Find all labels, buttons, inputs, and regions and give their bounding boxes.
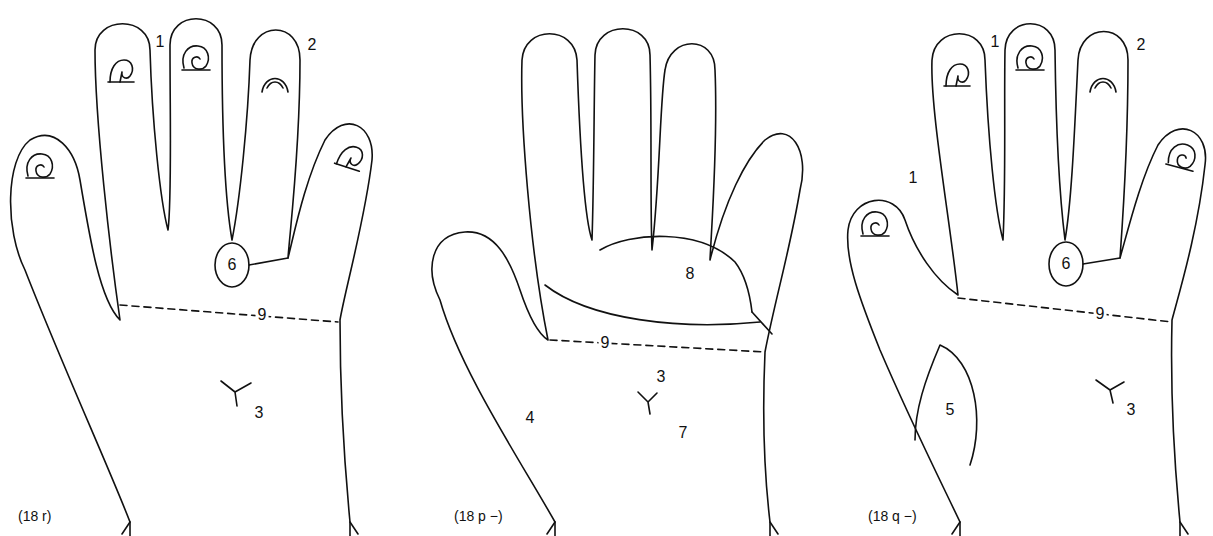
callout-number: 2 xyxy=(306,37,319,53)
fingerprint-pattern xyxy=(26,46,366,178)
fingerprint-pattern xyxy=(861,46,1199,236)
pattern-line xyxy=(1083,258,1120,264)
hand-outline xyxy=(11,19,373,536)
callout-number: 2 xyxy=(1135,37,1148,53)
triradius-symbol xyxy=(638,392,657,414)
callout-number: 9 xyxy=(599,335,612,351)
callout-number: 9 xyxy=(1094,306,1107,322)
triradius-symbol xyxy=(221,381,251,406)
callout-number: 1 xyxy=(907,170,920,186)
triradius-symbol xyxy=(1096,380,1124,403)
callout-number: 3 xyxy=(253,405,266,421)
figure-caption: (18 p −) xyxy=(452,509,505,523)
callout-number: 7 xyxy=(677,425,690,441)
callout-number: 6 xyxy=(226,257,239,273)
loop-oval xyxy=(215,243,249,287)
loop-oval xyxy=(1049,242,1083,286)
callout-number: 3 xyxy=(655,369,668,385)
thenar-region xyxy=(915,345,977,465)
callout-number: 4 xyxy=(524,410,537,426)
figure-caption: (18 r) xyxy=(16,509,53,523)
callout-number: 9 xyxy=(256,307,269,323)
callout-number: 6 xyxy=(1060,256,1073,272)
callout-number: 1 xyxy=(154,34,167,50)
callout-number: 1 xyxy=(989,34,1002,50)
hand-outline xyxy=(848,24,1206,536)
band-region xyxy=(545,236,772,334)
dashed-line xyxy=(550,340,765,352)
pattern-line xyxy=(249,258,288,265)
hand-outline xyxy=(432,29,803,536)
dashed-line xyxy=(120,305,338,322)
figure-caption: (18 q −) xyxy=(866,509,919,523)
dashed-line xyxy=(958,298,1172,322)
callout-number: 5 xyxy=(944,402,957,418)
callout-number: 3 xyxy=(1125,402,1138,418)
callout-number: 8 xyxy=(684,266,697,282)
